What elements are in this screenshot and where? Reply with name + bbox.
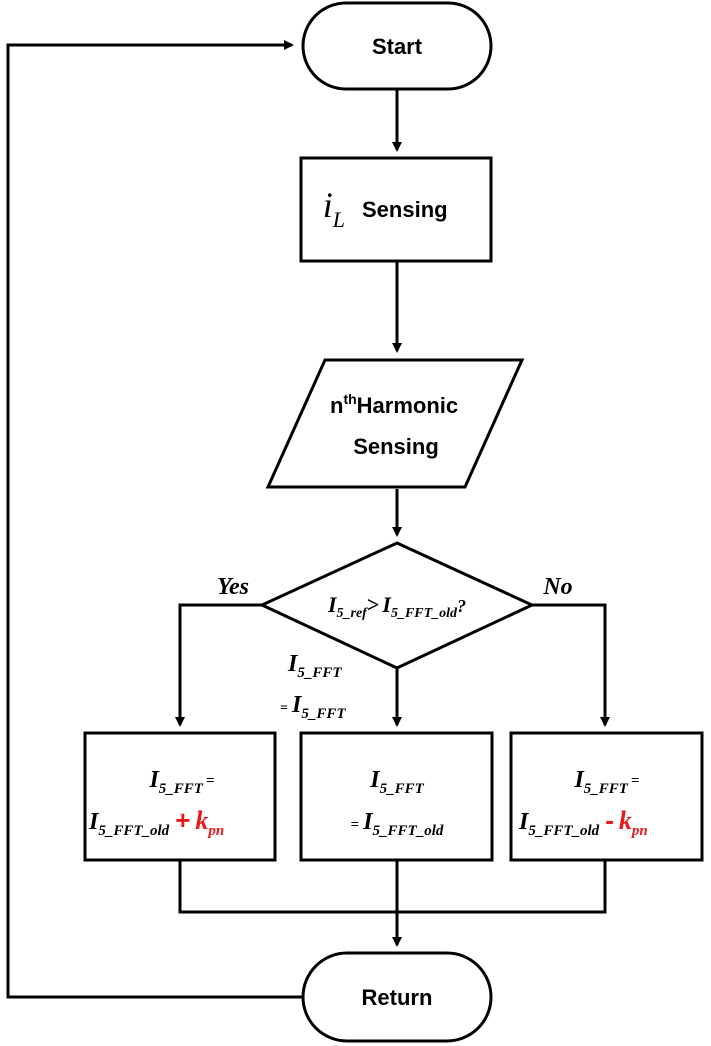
yes-box-line2: I5_FFT_old+kpn bbox=[88, 805, 224, 839]
no-label: No bbox=[542, 574, 572, 600]
return-label: Return bbox=[362, 985, 433, 1010]
equal-label-line1: I5_FFT bbox=[287, 651, 342, 681]
harmonic-label-line2: Sensing bbox=[353, 434, 439, 459]
harmonic-label-line1: nthHarmonic bbox=[330, 391, 458, 418]
no-box-line1: I5_FFT= bbox=[573, 767, 639, 797]
sensing-node: iL Sensing bbox=[299, 156, 493, 263]
yes-label: Yes bbox=[217, 574, 249, 600]
harmonic-node: nthHarmonic Sensing bbox=[265, 358, 525, 489]
decision-node: I5_ref>I5_FFT_old? bbox=[258, 541, 536, 670]
edge-return-loop-to-start bbox=[6, 40, 303, 999]
decision-condition: I5_ref>I5_FFT_old? bbox=[327, 592, 466, 621]
edge-yes-box-to-merge bbox=[178, 861, 607, 914]
no-box: I5_FFT= I5_FFT_old-kpn bbox=[509, 731, 704, 862]
equal-box-line1: I5_FFT bbox=[369, 767, 424, 797]
start-node: Start bbox=[301, 1, 493, 91]
no-box-line2: I5_FFT_old-kpn bbox=[518, 805, 648, 839]
edge-decision-yes bbox=[175, 603, 262, 727]
yes-box-line1: I5_FFT= bbox=[148, 767, 214, 797]
equal-box-line2: =I5_FFT_old bbox=[351, 809, 444, 839]
sensing-variable: iL bbox=[323, 185, 345, 232]
equal-box: I5_FFT =I5_FFT_old bbox=[299, 731, 494, 862]
return-node: Return bbox=[301, 951, 493, 1043]
start-label: Start bbox=[372, 34, 423, 59]
equal-label-line2: =I5_FFT bbox=[280, 692, 346, 722]
edge-decision-no bbox=[532, 603, 610, 727]
yes-box: I5_FFT= I5_FFT_old+kpn bbox=[83, 731, 277, 862]
sensing-label: Sensing bbox=[362, 197, 448, 222]
